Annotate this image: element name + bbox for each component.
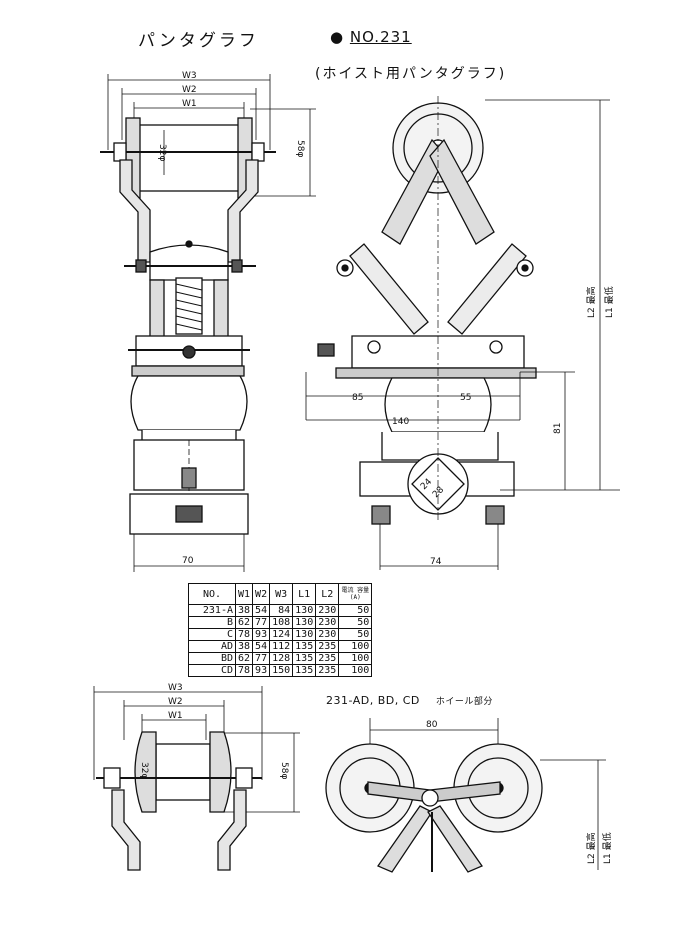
dim-85: 85	[352, 393, 363, 403]
table-cell: 38	[234, 604, 254, 617]
bullet-icon: ●	[330, 28, 345, 46]
table-cell: 77	[252, 652, 271, 665]
table-cell: 230	[315, 616, 340, 629]
dim-70: 70	[182, 556, 194, 566]
dim-l2: L2 最高	[585, 286, 597, 318]
side-view-top	[305, 96, 620, 570]
dim-32: 32φ	[157, 144, 167, 161]
dim-55: 55	[460, 393, 471, 403]
table-cell: 100	[338, 640, 373, 653]
table-cell: 135	[292, 640, 317, 653]
table-cell: 100	[338, 652, 373, 665]
wheel-caption: 231-AD, BD, CD ホイール部分	[326, 694, 493, 707]
dim-w1: W1	[182, 99, 197, 109]
col-l1: L1	[292, 583, 317, 605]
dim-w3-bottom: W3	[168, 683, 183, 693]
col-w2: W2	[252, 583, 271, 605]
model-number: ● NO.231	[330, 28, 412, 46]
subtitle: (ホイスト用パンタグラフ)	[315, 66, 507, 82]
table-cell: 235	[315, 652, 340, 665]
table-cell: 130	[292, 604, 317, 617]
table-cell: 112	[269, 640, 294, 653]
dim-l1: L1 最低	[603, 286, 615, 318]
dim-74: 74	[430, 557, 442, 567]
table-cell: 50	[338, 616, 373, 629]
col-w1: W1	[234, 583, 254, 605]
col-no: NO.	[188, 583, 236, 605]
table-cell: 128	[269, 652, 294, 665]
table-cell: 77	[252, 616, 271, 629]
front-view-top	[100, 74, 316, 572]
wheel-models: 231-AD, BD, CD	[326, 694, 420, 707]
table-cell: 50	[338, 604, 373, 617]
table-cell: B	[188, 616, 236, 629]
dim-l2-bottom: L2 最高	[585, 832, 597, 864]
table-cell: 50	[338, 628, 373, 641]
table-cell: 130	[292, 628, 317, 641]
table-cell: 84	[269, 604, 294, 617]
page-title: パンタグラフ	[138, 31, 259, 51]
table-cell: 235	[315, 640, 340, 653]
spec-table-header: NO. W1 W2 W3 L1 L2 電流 容量(A)	[188, 583, 373, 605]
dimension-labels: W3 W2 W1 32φ 58φ 70 85 55 140 81 74 24 2…	[139, 71, 615, 864]
dim-w3: W3	[182, 71, 197, 81]
table-cell: C	[188, 628, 236, 641]
wheel-label: ホイール部分	[435, 697, 493, 707]
table-cell: CD	[188, 664, 236, 677]
col-w3: W3	[269, 583, 294, 605]
col-current: 電流 容量(A)	[338, 583, 373, 605]
dim-l1-bottom: L1 最低	[601, 832, 613, 864]
dim-32-bottom: 32φ	[139, 762, 149, 779]
dim-80: 80	[426, 720, 438, 730]
dim-w1-bottom: W1	[168, 711, 183, 721]
table-cell: 130	[292, 616, 317, 629]
table-cell: 54	[252, 640, 271, 653]
front-view-bottom	[93, 686, 300, 871]
table-cell: 135	[292, 664, 317, 677]
table-cell: 150	[269, 664, 294, 677]
dim-w2-bottom: W2	[168, 697, 183, 707]
table-cell: 38	[234, 640, 254, 653]
table-cell: AD	[188, 640, 236, 653]
dim-58-bottom: 58φ	[279, 762, 289, 779]
table-cell: 235	[315, 664, 340, 677]
table-cell: 78	[234, 664, 254, 677]
width-dimensions	[107, 74, 271, 150]
table-cell: 124	[269, 628, 294, 641]
table-cell: 62	[234, 652, 254, 665]
table-cell: 231-A	[188, 604, 236, 617]
dim-140: 140	[392, 417, 409, 427]
table-cell: 230	[315, 628, 340, 641]
dim-81: 81	[553, 423, 563, 434]
table-cell: 135	[292, 652, 317, 665]
table-cell: 78	[234, 628, 254, 641]
model-number-text: NO.231	[349, 28, 412, 46]
wheel-detail-bottom	[325, 718, 606, 873]
table-cell: 54	[252, 604, 271, 617]
table-cell: 100	[338, 664, 373, 677]
table-cell: 108	[269, 616, 294, 629]
table-cell: 93	[252, 628, 271, 641]
col-l2: L2	[315, 583, 340, 605]
table-cell: 230	[315, 604, 340, 617]
table-cell: BD	[188, 652, 236, 665]
dim-58: 58φ	[295, 140, 305, 157]
table-cell: 93	[252, 664, 271, 677]
table-cell: 62	[234, 616, 254, 629]
dim-w2: W2	[182, 85, 197, 95]
